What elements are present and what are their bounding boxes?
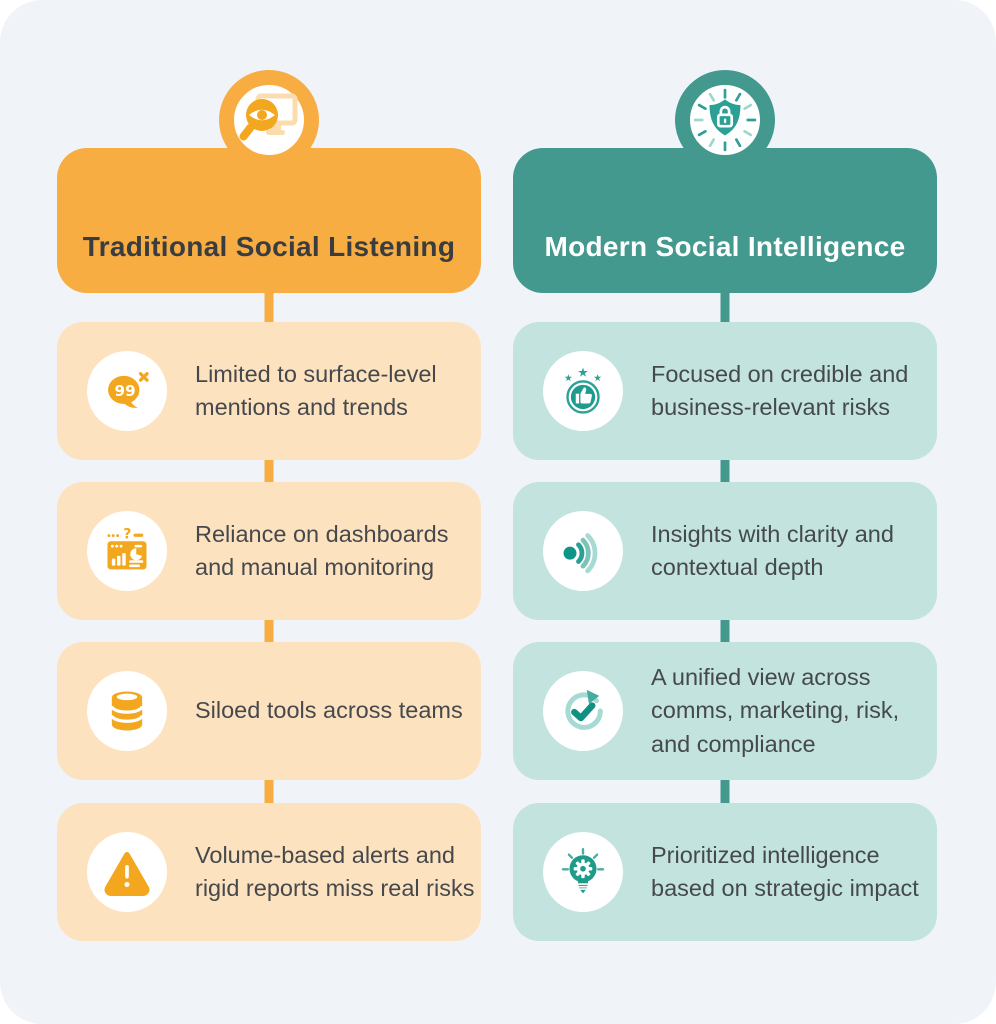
shield-lock-icon [693, 88, 757, 152]
card-icon-circle [543, 351, 623, 431]
column-header-traditional: Traditional Social Listening [57, 148, 481, 293]
column-header-modern: Modern Social Intelligence [513, 148, 937, 293]
card-traditional-2: ? Reliance on dashboards and m [57, 482, 481, 620]
card-icon-circle [87, 832, 167, 912]
column-traditional: Traditional Social Listening 99 Limited … [57, 0, 481, 1024]
card-icon-circle [543, 671, 623, 751]
header-icon-circle-modern [675, 70, 775, 170]
card-text: A unified view across comms, marketing, … [651, 663, 900, 757]
card-text: Limited to surface-level mentions and tr… [195, 360, 437, 420]
card-modern-2: Insights with clarity and contextual dep… [513, 482, 937, 620]
warning-triangle-icon [104, 851, 150, 896]
speech-bubble-quotes-icon: 99 [108, 372, 149, 408]
card-text: Volume-based alerts and rigid reports mi… [195, 841, 475, 901]
database-icon [110, 691, 144, 731]
lightbulb-gear-icon [561, 848, 605, 894]
card-text: Siloed tools across teams [195, 697, 463, 724]
svg-text:?: ? [123, 527, 131, 543]
card-text: Focused on credible and business-relevan… [651, 360, 909, 420]
card-icon-circle: ? [87, 511, 167, 591]
header-icon-circle-traditional [219, 70, 319, 170]
card-traditional-3: Siloed tools across teams [57, 642, 481, 780]
stars [564, 367, 602, 382]
card-icon-circle [543, 832, 623, 912]
card-modern-1: Focused on credible and business-relevan… [513, 322, 937, 460]
card-icon-circle: 99 [87, 351, 167, 431]
thumbs-up-stars-icon [564, 367, 602, 414]
card-traditional-1: 99 Limited to surface-level mentions and… [57, 322, 481, 460]
svg-text:99: 99 [115, 382, 136, 400]
column-modern: Modern Social Intelligence [513, 0, 937, 1024]
dashboard-monitoring-icon: ? [107, 527, 147, 570]
card-text: Prioritized intelligence based on strate… [651, 841, 919, 901]
card-modern-4: Prioritized intelligence based on strate… [513, 803, 937, 941]
magnifier-eye-monitor-icon [239, 93, 298, 141]
column-title: Traditional Social Listening [82, 230, 456, 262]
rays [693, 88, 757, 152]
rays [561, 848, 605, 871]
card-text: Reliance on dashboards and manual monito… [195, 520, 449, 580]
card-modern-3: A unified view across comms, marketing, … [513, 642, 937, 780]
card-icon-circle [87, 671, 167, 751]
refresh-check-icon [565, 689, 603, 730]
card-icon-circle [543, 511, 623, 591]
card-text: Insights with clarity and contextual dep… [651, 520, 894, 580]
card-traditional-4: Volume-based alerts and rigid reports mi… [57, 803, 481, 941]
signal-waves-icon [563, 533, 598, 574]
column-title: Modern Social Intelligence [544, 230, 906, 262]
